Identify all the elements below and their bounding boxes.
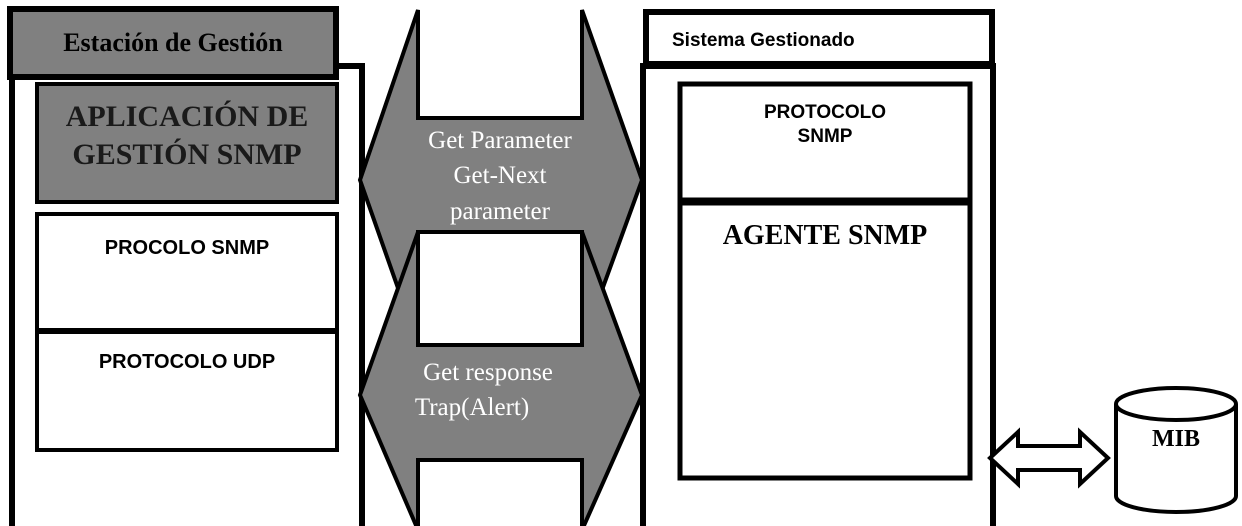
managed-title: Sistema Gestionado [672, 30, 855, 51]
managed-title-box [643, 9, 995, 67]
response-line1: Get response [423, 359, 553, 386]
udp-protocol-box [35, 330, 339, 452]
udp-protocol-label: PROTOCOLO UDP [98, 351, 276, 373]
request-line1: Get Parameter [428, 127, 572, 154]
managed-protocol-line2: SNMP [797, 126, 853, 147]
app-label-line1: APLICACIÓN DE [65, 100, 309, 133]
response-double-arrow [357, 231, 645, 526]
managed-protocol-box [677, 81, 973, 203]
snmp-protocol-label: PROCOLO SNMP [104, 237, 270, 259]
station-title-box [7, 6, 339, 80]
mib-database-icon [1114, 386, 1238, 514]
snmp-protocol-box [35, 212, 339, 332]
agent-mib-double-arrow [987, 427, 1111, 489]
request-line3: parameter [450, 198, 550, 225]
station-title: Estación de Gestión [63, 28, 283, 57]
managed-protocol-line1: PROTOCOLO [763, 102, 887, 123]
request-line2: Get-Next [453, 162, 547, 189]
mib-label: MIB [1152, 426, 1200, 452]
agent-label: AGENTE SNMP [722, 220, 928, 251]
app-box [35, 82, 339, 204]
app-label-line2: GESTIÓN SNMP [72, 138, 302, 171]
response-line2: Trap(Alert) [414, 394, 530, 421]
agent-box [677, 200, 973, 481]
